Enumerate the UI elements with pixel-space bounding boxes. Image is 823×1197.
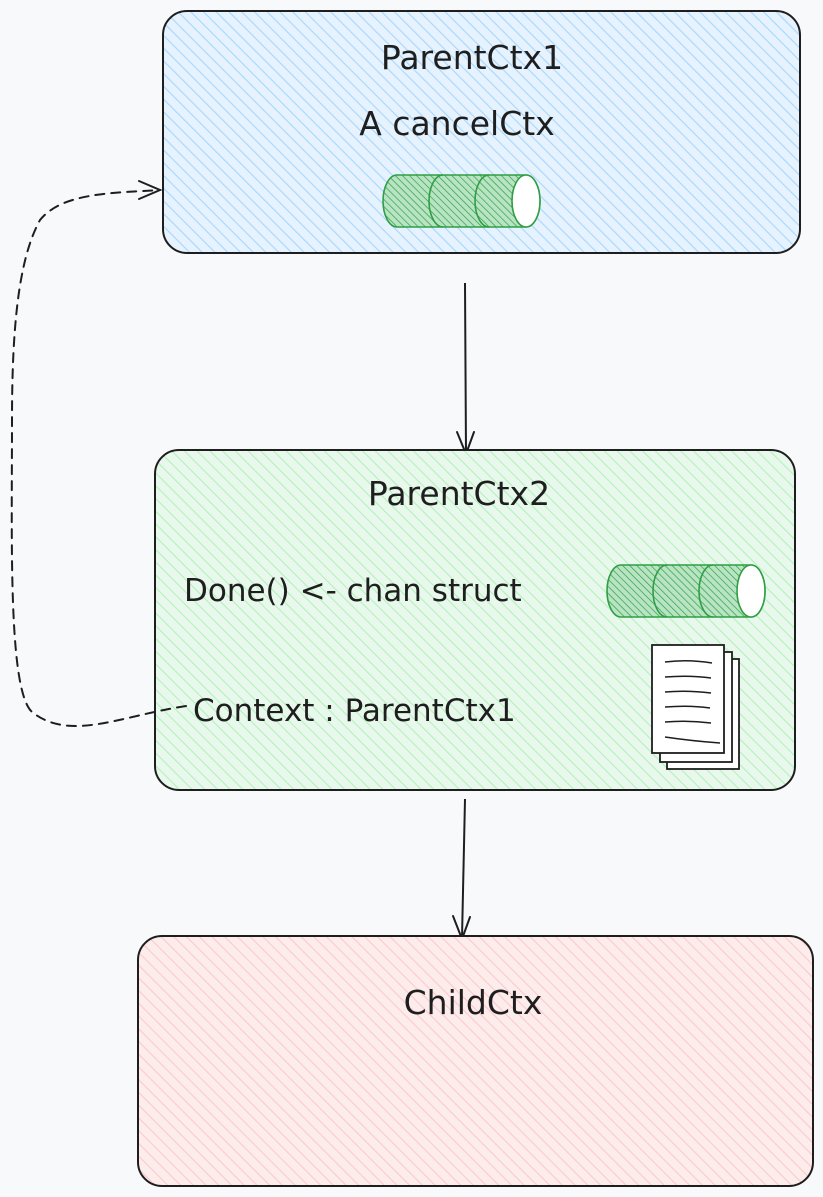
parent-ctx1-box[interactable]: ParentCtx1 A cancelCtx [162,10,801,254]
arrow-parent2-to-child [452,798,471,942]
channel-queue-icon [606,564,766,618]
child-ctx-box[interactable]: ChildCtx [137,935,814,1187]
parent-ctx2-title: ParentCtx2 [368,474,550,513]
parent-ctx1-subtitle: A cancelCtx [359,104,554,143]
document-stack-icon [651,644,740,770]
channel-queue-icon [382,174,541,228]
context-reference-label: Context : ParentCtx1 [193,693,516,729]
parent-ctx2-box[interactable]: ParentCtx2 Done() <- chan struct Context… [154,449,796,791]
child-ctx-title: ChildCtx [404,983,543,1022]
done-channel-label: Done() <- chan struct [184,573,522,609]
dashed-arrow-context-to-parent1 [10,180,187,727]
parent-ctx1-title: ParentCtx1 [381,38,563,77]
arrow-parent1-to-parent2 [456,282,475,457]
